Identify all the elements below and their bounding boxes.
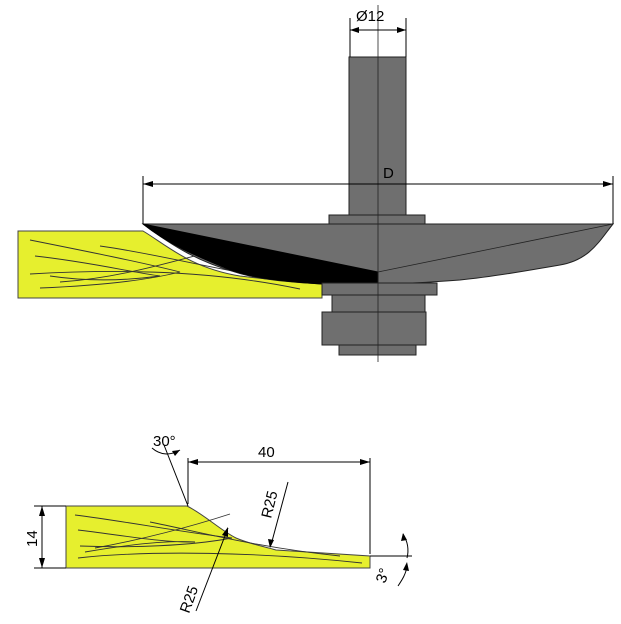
taper-angle-label: 3° [373, 566, 394, 585]
hub-lower [338, 344, 417, 356]
shank-diameter-label: Ø12 [356, 8, 384, 25]
profile-length-label: 40 [258, 444, 275, 461]
shank [348, 56, 407, 216]
profile-detail: 30° 40 R25 R25 14 3° [24, 433, 412, 615]
workpiece-profile [65, 505, 371, 569]
hub-upper [321, 282, 438, 296]
hub-middle [331, 294, 426, 313]
radius-upper-label: R25 [258, 489, 281, 520]
bevel-angle-label: 30° [153, 433, 176, 450]
cutter-assembly: Ø12 D [17, 5, 615, 362]
radius-lower-label: R25 [177, 584, 202, 616]
bearing [321, 311, 427, 346]
workpiece-profile-grain [74, 513, 363, 564]
cutting-edge [142, 223, 379, 285]
cutter-diameter-label: D [383, 165, 394, 182]
thickness-label: 14 [24, 530, 41, 547]
